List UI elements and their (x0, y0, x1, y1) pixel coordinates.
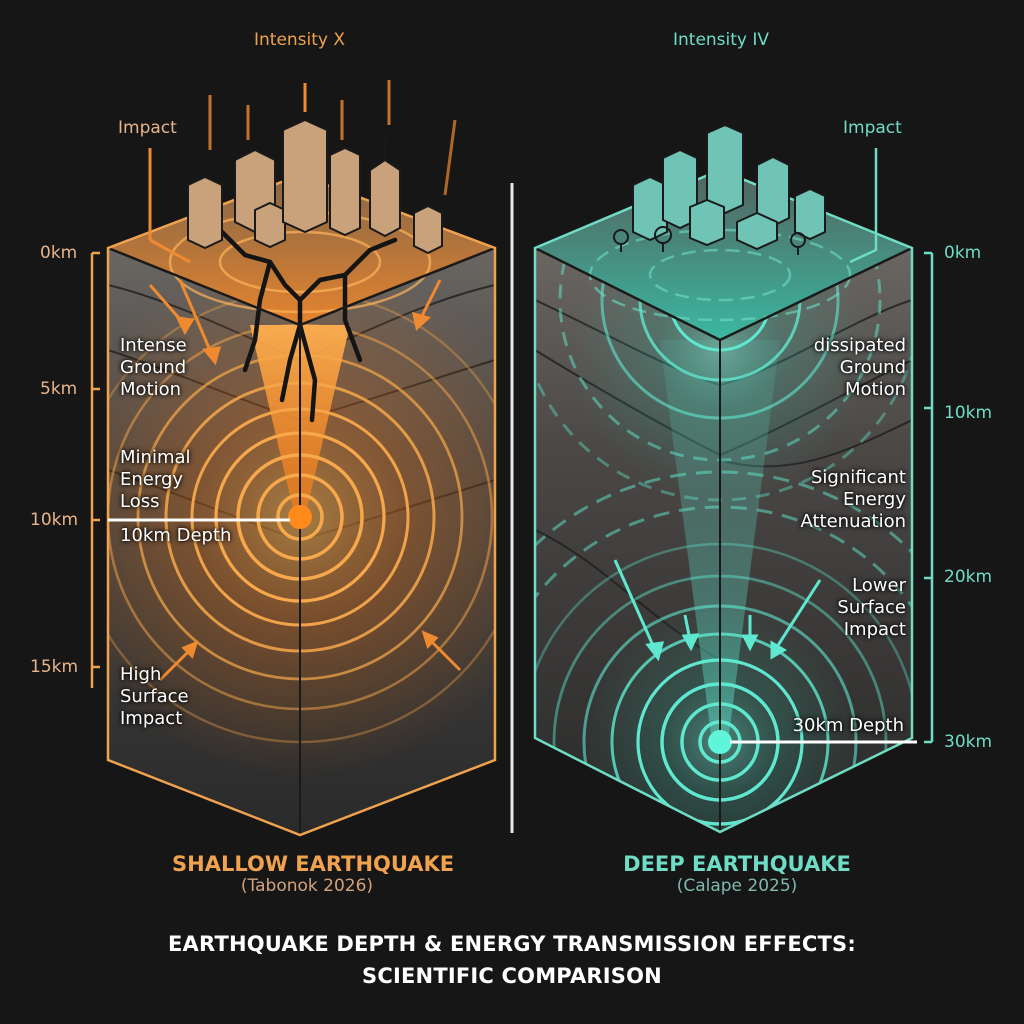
shallow-city-buildings-icon (187, 118, 443, 255)
energy-arrows-icon (613, 559, 822, 662)
shallow-caption: SHALLOW EARTHQUAKE (Tabonok 2026) (172, 852, 455, 896)
shallow-depth-label: 10km Depth (120, 525, 232, 546)
shallow-intensity-label: Intensity X (254, 30, 346, 50)
shallow-scale-5: 5km (40, 379, 78, 399)
shallow-energy-annotation: Minimal Energy Loss (120, 447, 191, 512)
deep-caption-title: DEEP EARTHQUAKE (623, 852, 851, 876)
deep-hypocenter (708, 730, 732, 754)
shallow-caption-source: (Tabonok 2026) (240, 876, 374, 896)
deep-intensity-label: Intensity IV (673, 30, 770, 50)
deep-energy-annotation: Significant Energy Attenuation (800, 467, 906, 532)
deep-caption-source: (Calape 2025) (676, 876, 798, 896)
page-title-line-1: EARTHQUAKE DEPTH & ENERGY TRANSMISSION E… (168, 932, 856, 956)
deep-impact-label: Impact (843, 118, 902, 138)
shallow-scale-10: 10km (30, 510, 79, 530)
shallow-block (106, 173, 497, 837)
deep-scale-30: 30km (944, 732, 993, 752)
deep-caption: DEEP EARTHQUAKE (Calape 2025) (612, 852, 862, 896)
deep-depth-label: 30km Depth (792, 715, 904, 736)
energy-arrows-icon (148, 279, 462, 682)
shallow-caption-title: SHALLOW EARTHQUAKE (172, 852, 455, 876)
shallow-scale-0: 0km (40, 243, 78, 263)
shallow-scale-15: 15km (30, 657, 79, 677)
deep-scale-0: 0km (944, 243, 982, 263)
deep-impact-leader-line (849, 148, 878, 264)
shallow-hypocenter (288, 505, 312, 529)
deep-scale-20: 20km (944, 567, 993, 587)
deep-scale-10: 10km (944, 403, 993, 423)
deep-depth-scale (924, 251, 934, 744)
shallow-ground-motion-annotation: Intense Ground Motion (120, 335, 187, 400)
shallow-surface-annotation: High Surface Impact (120, 664, 189, 729)
deep-ground-motion-annotation: dissipated Ground Motion (813, 335, 906, 400)
ground-cracks-icon (217, 227, 398, 423)
page-title: EARTHQUAKE DEPTH & ENERGY TRANSMISSION E… (0, 928, 1024, 992)
shallow-shaking-lines-icon (148, 80, 457, 264)
deep-city-buildings-icon (613, 123, 826, 255)
shallow-impact-label: Impact (118, 118, 177, 138)
shallow-depth-scale (90, 251, 100, 688)
deep-surface-annotation: Lower Surface Impact (837, 575, 906, 640)
page-title-line-2: SCIENTIFIC COMPARISON (362, 964, 662, 988)
